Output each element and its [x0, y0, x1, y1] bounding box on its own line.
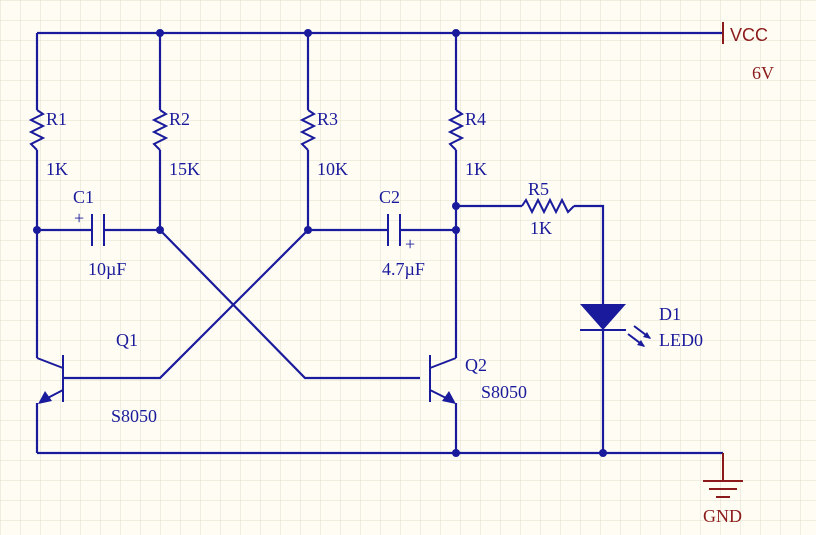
wires [35, 31, 723, 455]
gnd-label: GND [703, 506, 742, 526]
d1-value: LED0 [659, 330, 703, 350]
resistor-r2 [151, 109, 169, 151]
r5-ref: R5 [528, 179, 549, 199]
c1-ref: C1 [73, 187, 94, 207]
transistor-q2 [429, 355, 457, 404]
r1-ref: R1 [46, 109, 67, 129]
r2-ref: R2 [169, 109, 190, 129]
c1-polarity: + [74, 208, 84, 228]
c2-polarity: + [405, 234, 415, 254]
resistor-r1 [28, 109, 46, 151]
r2-value: 15K [169, 159, 200, 179]
c2-ref: C2 [379, 187, 400, 207]
q2-ref: Q2 [465, 355, 487, 375]
capacitor-c1 [91, 214, 105, 246]
c1-value: 10µF [88, 259, 126, 279]
r3-ref: R3 [317, 109, 338, 129]
r3-value: 10K [317, 159, 348, 179]
transistor-q1 [36, 355, 64, 404]
capacitor-c2 [387, 214, 401, 246]
r1-value: 1K [46, 159, 68, 179]
q2-value: S8050 [481, 382, 527, 402]
ground-symbol [703, 453, 743, 498]
resistor-r4 [447, 109, 465, 151]
d1-ref: D1 [659, 304, 681, 324]
q1-value: S8050 [111, 406, 157, 426]
q1-ref: Q1 [116, 330, 138, 350]
r5-value: 1K [530, 218, 552, 238]
junction-nodes [33, 29, 607, 457]
vcc-label: VCC [730, 25, 768, 45]
r4-ref: R4 [465, 109, 486, 129]
c2-value: 4.7µF [382, 259, 425, 279]
resistor-r3 [299, 109, 317, 151]
resistor-r5 [521, 197, 575, 215]
r4-value: 1K [465, 159, 487, 179]
led-d1 [580, 304, 651, 347]
vcc-voltage: 6V [752, 63, 774, 83]
